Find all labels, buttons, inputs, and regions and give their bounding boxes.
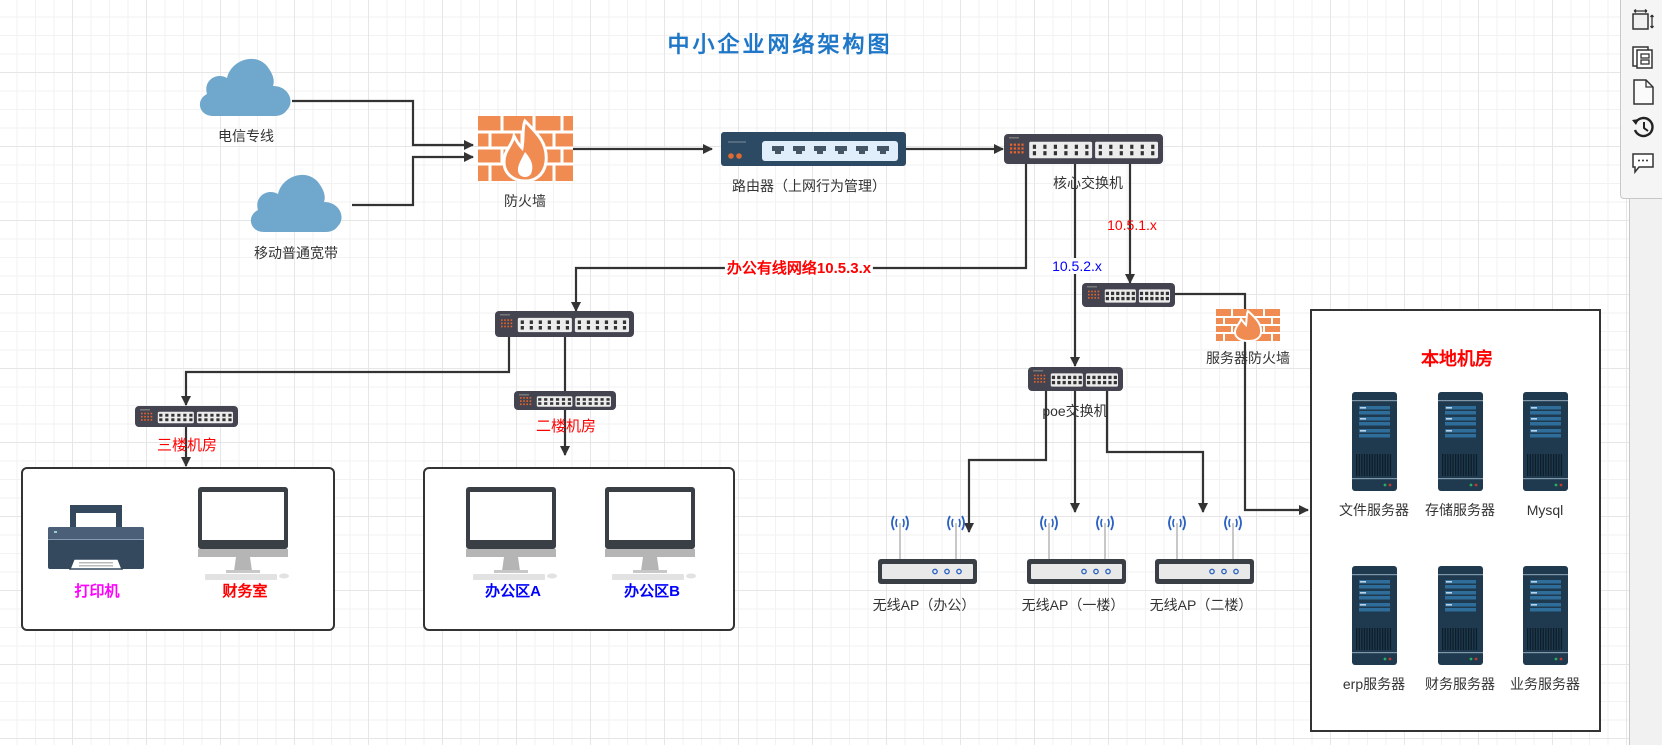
router-icon[interactable]	[721, 132, 906, 166]
cloud-icon[interactable]	[199, 58, 291, 116]
diagram-title[interactable]: 中小企业网络架构图	[667, 32, 893, 58]
core-switch-label[interactable]: 核心交换机	[1053, 175, 1123, 191]
fit-page-icon	[1632, 8, 1655, 30]
format-panel-icon	[1632, 46, 1653, 69]
server-label[interactable]: 存储服务器	[1425, 502, 1495, 518]
comment-icon	[1632, 153, 1654, 175]
floor2-room-label[interactable]: 二楼机房	[535, 418, 597, 435]
access-point-label[interactable]: 无线AP（二楼）	[1149, 597, 1253, 613]
office-switch-icon[interactable]	[495, 311, 634, 337]
edge-poe-ap1[interactable]	[964, 387, 1048, 533]
firewall-label[interactable]: 防火墙	[504, 193, 546, 209]
server-label[interactable]: 财务服务器	[1425, 676, 1495, 692]
printer-label[interactable]: 打印机	[74, 583, 120, 600]
desktop-icon[interactable]	[605, 487, 696, 580]
core-switch-icon[interactable]	[1004, 134, 1163, 164]
server-icon[interactable]	[1352, 566, 1397, 665]
office-a-label[interactable]: 办公区A	[485, 583, 541, 600]
history-icon	[1632, 116, 1654, 138]
access-point-icon[interactable]	[1155, 515, 1254, 584]
datacenter-title[interactable]: 本地机房	[1421, 349, 1493, 369]
access-point-icon[interactable]	[1027, 515, 1126, 584]
server-switch-icon[interactable]	[1082, 283, 1175, 307]
edge-office-floor3[interactable]	[181, 334, 511, 406]
poe-switch-label[interactable]: poe交换机	[1042, 403, 1108, 419]
server-label[interactable]: 文件服务器	[1339, 502, 1409, 518]
page-setup-button[interactable]	[1628, 77, 1658, 107]
office-wired-label[interactable]: 办公有线网络10.5.3.x	[724, 260, 874, 277]
office-b-label[interactable]: 办公区B	[624, 583, 680, 600]
subnet-51-label[interactable]: 10.5.1.x	[1107, 217, 1157, 233]
edge-mobile-firewall[interactable]	[352, 152, 474, 207]
server-label[interactable]: 业务服务器	[1510, 676, 1580, 692]
fit-page-button[interactable]	[1628, 5, 1658, 35]
floor3-switch-icon[interactable]	[135, 406, 238, 427]
comments-button[interactable]	[1628, 148, 1658, 178]
isp-telecom-label[interactable]: 电信专线	[218, 128, 274, 144]
floor2-switch-icon[interactable]	[514, 391, 616, 410]
firewall-icon[interactable]	[478, 116, 573, 183]
server-firewall-label[interactable]: 服务器防火墙	[1206, 350, 1290, 366]
edge-telecom-firewall[interactable]	[292, 99, 474, 150]
subnet-52-label[interactable]: 10.5.2.x	[1050, 258, 1104, 274]
server-icon[interactable]	[1438, 392, 1483, 491]
router-label[interactable]: 路由器（上网行为管理）	[732, 178, 886, 194]
page-icon	[1633, 79, 1654, 105]
access-point-icon[interactable]	[878, 515, 977, 584]
desktop-icon[interactable]	[466, 487, 557, 580]
desktop-icon[interactable]	[198, 487, 289, 580]
server-label[interactable]: erp服务器	[1342, 676, 1406, 692]
server-icon[interactable]	[1523, 566, 1568, 665]
printer-icon[interactable]	[48, 505, 144, 570]
edge-poe-ap3[interactable]	[1105, 387, 1208, 513]
server-icon[interactable]	[1352, 392, 1397, 491]
access-point-label[interactable]: 无线AP（办公）	[872, 597, 976, 613]
cloud-icon[interactable]	[250, 174, 342, 232]
server-label[interactable]: Mysql	[1526, 502, 1564, 518]
poe-switch-icon[interactable]	[1028, 367, 1123, 391]
format-panel-button[interactable]	[1628, 42, 1658, 72]
history-button[interactable]	[1628, 112, 1658, 142]
access-point-label[interactable]: 无线AP（一楼）	[1021, 597, 1125, 613]
floor3-room-label[interactable]: 三楼机房	[156, 437, 218, 454]
isp-mobile-label[interactable]: 移动普通宽带	[254, 245, 338, 261]
server-icon[interactable]	[1523, 392, 1568, 491]
edge-server-switch-datacenter[interactable]	[1175, 292, 1309, 515]
finance-room-label[interactable]: 财务室	[222, 583, 268, 600]
server-firewall-icon[interactable]	[1216, 309, 1280, 343]
server-icon[interactable]	[1438, 566, 1483, 665]
